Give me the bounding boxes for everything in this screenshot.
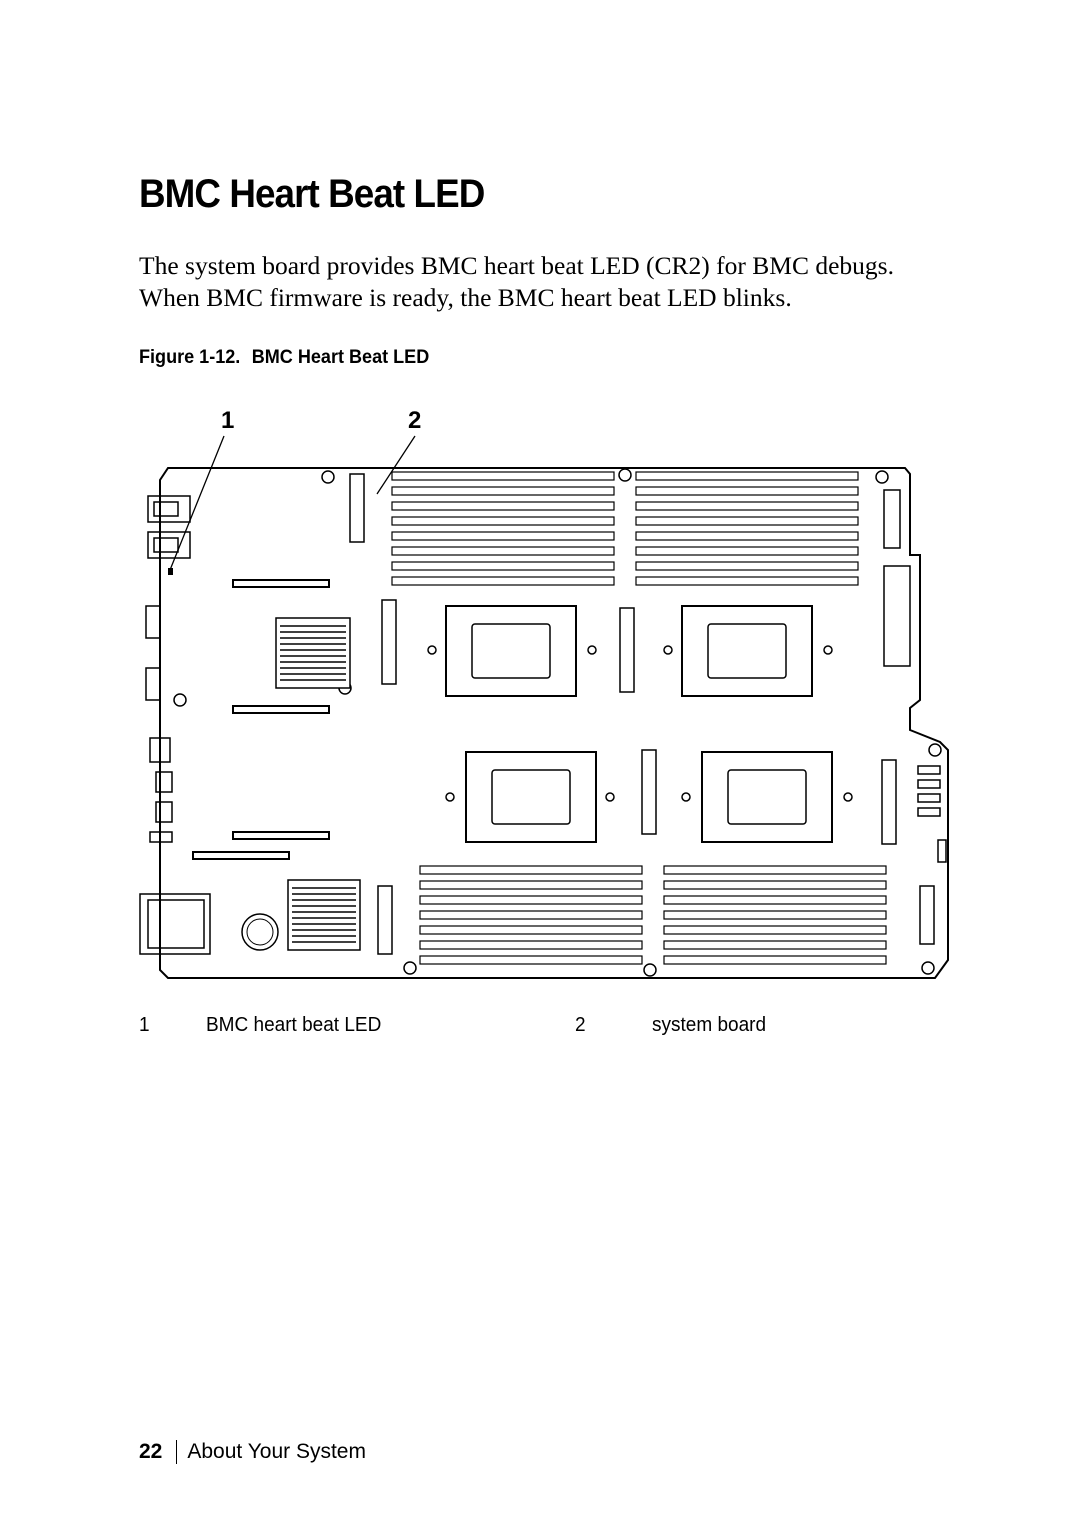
bmc-heart-beat-led [168, 568, 173, 575]
battery [241, 913, 279, 951]
processor-sockets[interactable] [445, 605, 833, 843]
battery-inner [246, 918, 274, 946]
callout-1-leader [169, 435, 225, 571]
vertical-headers [349, 473, 935, 955]
legend-number-2: 2 [575, 1014, 586, 1036]
network-connectors [147, 495, 191, 559]
chipset-heatsinks [275, 617, 361, 951]
legend-number-1: 1 [139, 1014, 150, 1036]
socket-screws [427, 645, 853, 802]
board-outline [159, 467, 949, 979]
callout-2-leader [376, 435, 416, 495]
page-title: BMC Heart Beat LED [139, 172, 485, 216]
power-connector [883, 565, 911, 667]
legend-label-1: BMC heart beat LED [206, 1014, 382, 1036]
section-title: About Your System [187, 1440, 366, 1463]
system-board-diagram: 1 2 [139, 407, 949, 979]
heatsink-fins [280, 625, 356, 943]
body-line-2: When BMC firmware is ready, the BMC hear… [139, 283, 792, 312]
body-line-1: The system board provides BMC heart beat… [139, 251, 894, 280]
dimm-slots-upper[interactable] [391, 471, 859, 586]
figure-caption: Figure 1-12. BMC Heart Beat LED [139, 347, 429, 369]
body-paragraph: The system board provides BMC heart beat… [139, 250, 959, 314]
figure-number: Figure 1-12. [139, 347, 241, 368]
socket-cores [471, 623, 807, 825]
legend-label-2: system board [652, 1014, 767, 1036]
page-number: 22 [139, 1440, 163, 1463]
io-connectors [139, 605, 211, 955]
footer-separator [176, 1440, 178, 1464]
callout-2: 2 [408, 407, 421, 434]
figure-title: BMC Heart Beat LED [251, 347, 430, 368]
page-footer: 22 About Your System [139, 1440, 366, 1464]
expansion-slots[interactable] [192, 579, 330, 860]
callout-1: 1 [221, 407, 234, 434]
fan-connectors [917, 765, 947, 863]
dimm-slots-lower[interactable] [419, 865, 887, 965]
